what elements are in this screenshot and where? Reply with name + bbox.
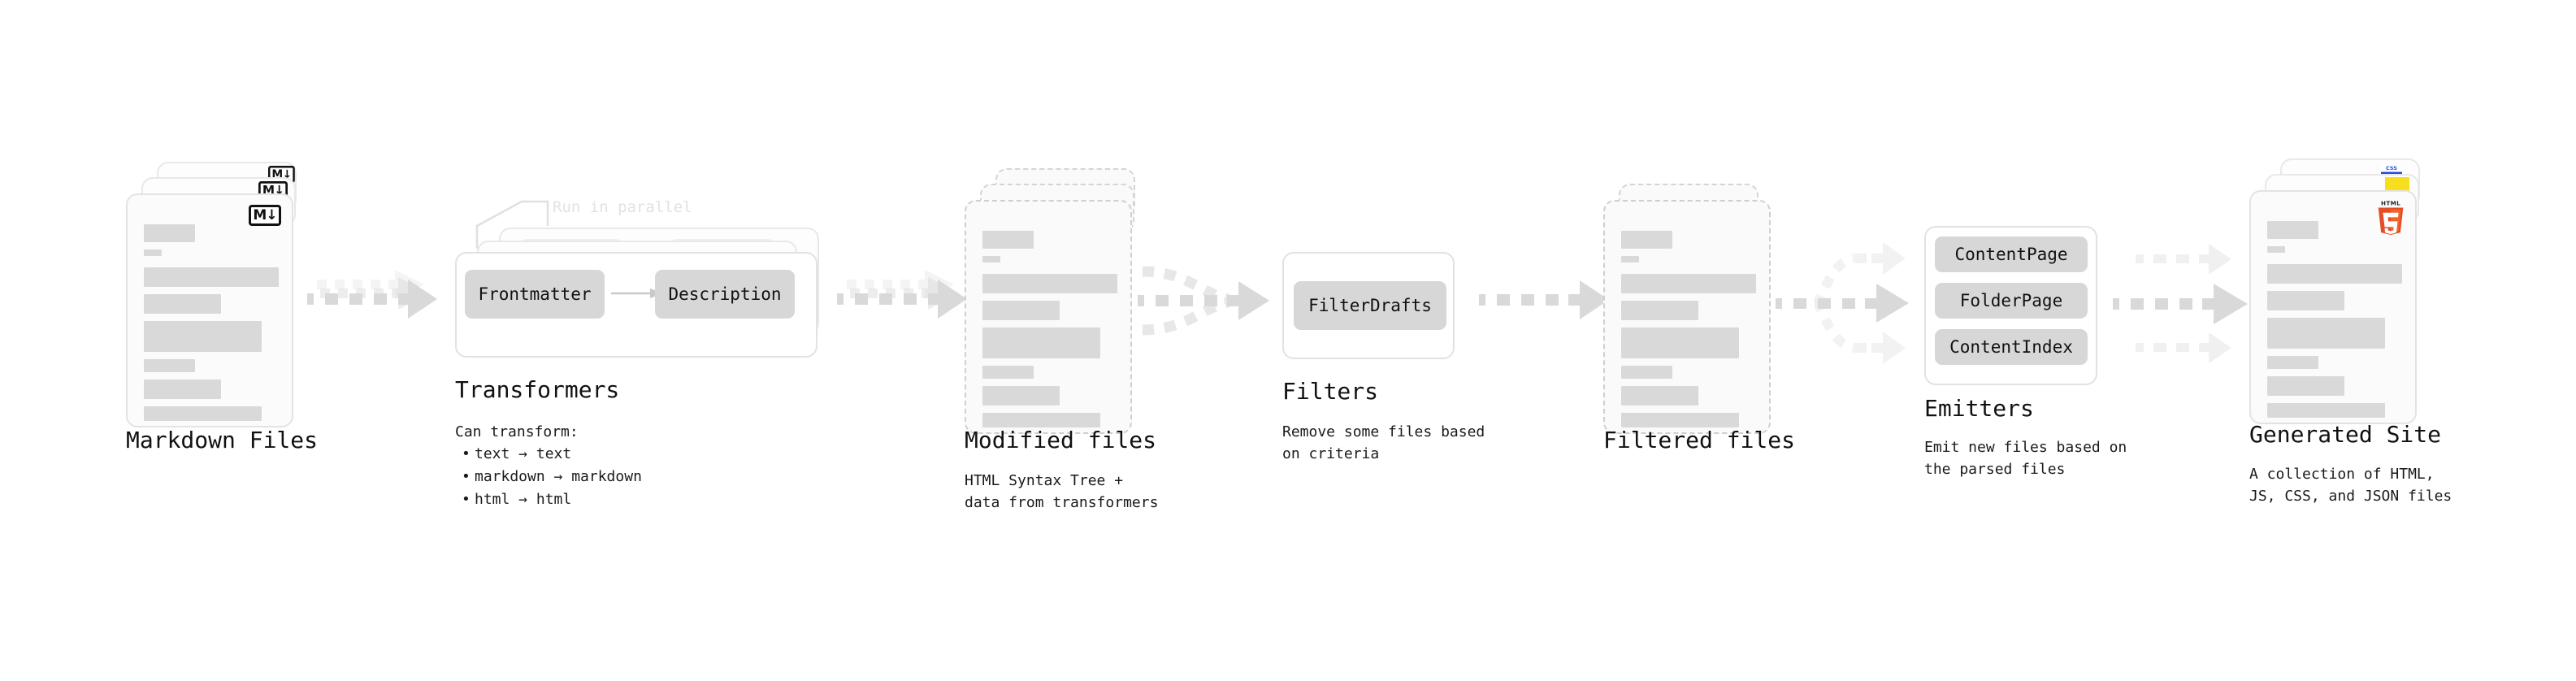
generated-site-description: A collection of HTML, JS, CSS, and JSON … [2249, 466, 2452, 505]
bar-line [1621, 366, 1672, 379]
bar-subtitle [2267, 246, 2285, 253]
transformers-bullet-list: text → text markdown → markdown html → h… [462, 443, 642, 511]
run-in-parallel-bracket [475, 200, 549, 249]
bar-title [144, 224, 195, 242]
file-content-bars [1621, 231, 1756, 432]
file-content-bars [982, 231, 1117, 432]
bar-line [144, 380, 221, 399]
transformers-title: Transformers [455, 376, 620, 403]
css-icon: CSS [2381, 164, 2402, 175]
bar-line [1621, 274, 1756, 293]
filters-description: Remove some files based on criteria [1282, 423, 1485, 462]
bar-line [982, 366, 1034, 379]
bar-line [1621, 386, 1698, 406]
bar-line [144, 321, 262, 352]
bar-line [2267, 356, 2318, 369]
file-content-bars [144, 224, 279, 426]
arrow-markdown-to-transformers [307, 267, 437, 340]
modified-files-title: Modified files [965, 427, 1157, 453]
bar-line [1621, 327, 1739, 358]
bar-line [2267, 376, 2344, 396]
bar-title [982, 231, 1034, 249]
svg-text:CSS: CSS [2386, 165, 2397, 171]
emitters-description: Emit new files based on the parsed files [1924, 439, 2127, 478]
filters-title: Filters [1282, 378, 1379, 405]
filtered-file-card [1603, 200, 1771, 434]
svg-text:HTML: HTML [2381, 200, 2400, 207]
bar-line [1621, 413, 1739, 427]
bar-line [2267, 291, 2344, 310]
emitter-pill-contentpage[interactable]: ContentPage [1935, 236, 2088, 272]
file-content-bars [2267, 221, 2402, 423]
bar-subtitle [982, 256, 1000, 262]
arrow-transformers-to-modified [837, 267, 967, 340]
bar-line [982, 274, 1117, 293]
arrow-filters-to-filtered [1479, 280, 1609, 332]
bar-line [1621, 301, 1698, 320]
bar-line [982, 327, 1100, 358]
bar-line [144, 267, 279, 287]
bar-title [1621, 231, 1672, 249]
bullet-item: html → html [462, 488, 642, 511]
filtered-files-title: Filtered files [1603, 427, 1796, 453]
emitter-pill-folderpage[interactable]: FolderPage [1935, 283, 2088, 319]
bar-title [2267, 221, 2318, 239]
bar-line [2267, 318, 2385, 349]
bar-line [982, 386, 1060, 406]
bar-line [144, 406, 262, 421]
transformer-pill-description[interactable]: Description [655, 270, 795, 319]
transformer-pill-frontmatter[interactable]: Frontmatter [465, 270, 605, 319]
generated-site-title: Generated Site [2249, 421, 2442, 448]
bar-line [982, 413, 1100, 427]
bar-line [144, 294, 221, 314]
markdown-icon: M↓ [249, 205, 281, 226]
bar-line [2267, 403, 2385, 418]
bar-line [144, 359, 195, 372]
arrow-filtered-to-emitters [1776, 232, 1922, 374]
modified-file-card [965, 200, 1132, 434]
arrow-modified-to-filters [1138, 262, 1276, 343]
bar-line [2267, 264, 2402, 284]
modified-files-description: HTML Syntax Tree + data from transformer… [965, 472, 1159, 511]
bar-subtitle [144, 249, 162, 256]
js-icon [2385, 177, 2409, 193]
html5-icon: HTML [2378, 200, 2404, 235]
bar-subtitle [1621, 256, 1639, 262]
emitter-pill-contentindex[interactable]: ContentIndex [1935, 329, 2088, 365]
bullet-item: markdown → markdown [462, 466, 642, 488]
emitters-title: Emitters [1924, 395, 2034, 422]
markdown-file-card: M↓ [126, 193, 293, 427]
transformers-can-transform-label: Can transform: [455, 423, 579, 440]
bar-line [982, 301, 1060, 320]
filter-pill-filterdrafts[interactable]: FilterDrafts [1294, 281, 1446, 330]
run-in-parallel-label: Run in parallel [553, 198, 692, 216]
markdown-files-title: Markdown Files [126, 427, 319, 453]
generated-site-card: HTML [2249, 190, 2417, 424]
bullet-item: text → text [462, 443, 642, 466]
arrow-emitters-to-site [2113, 232, 2267, 374]
